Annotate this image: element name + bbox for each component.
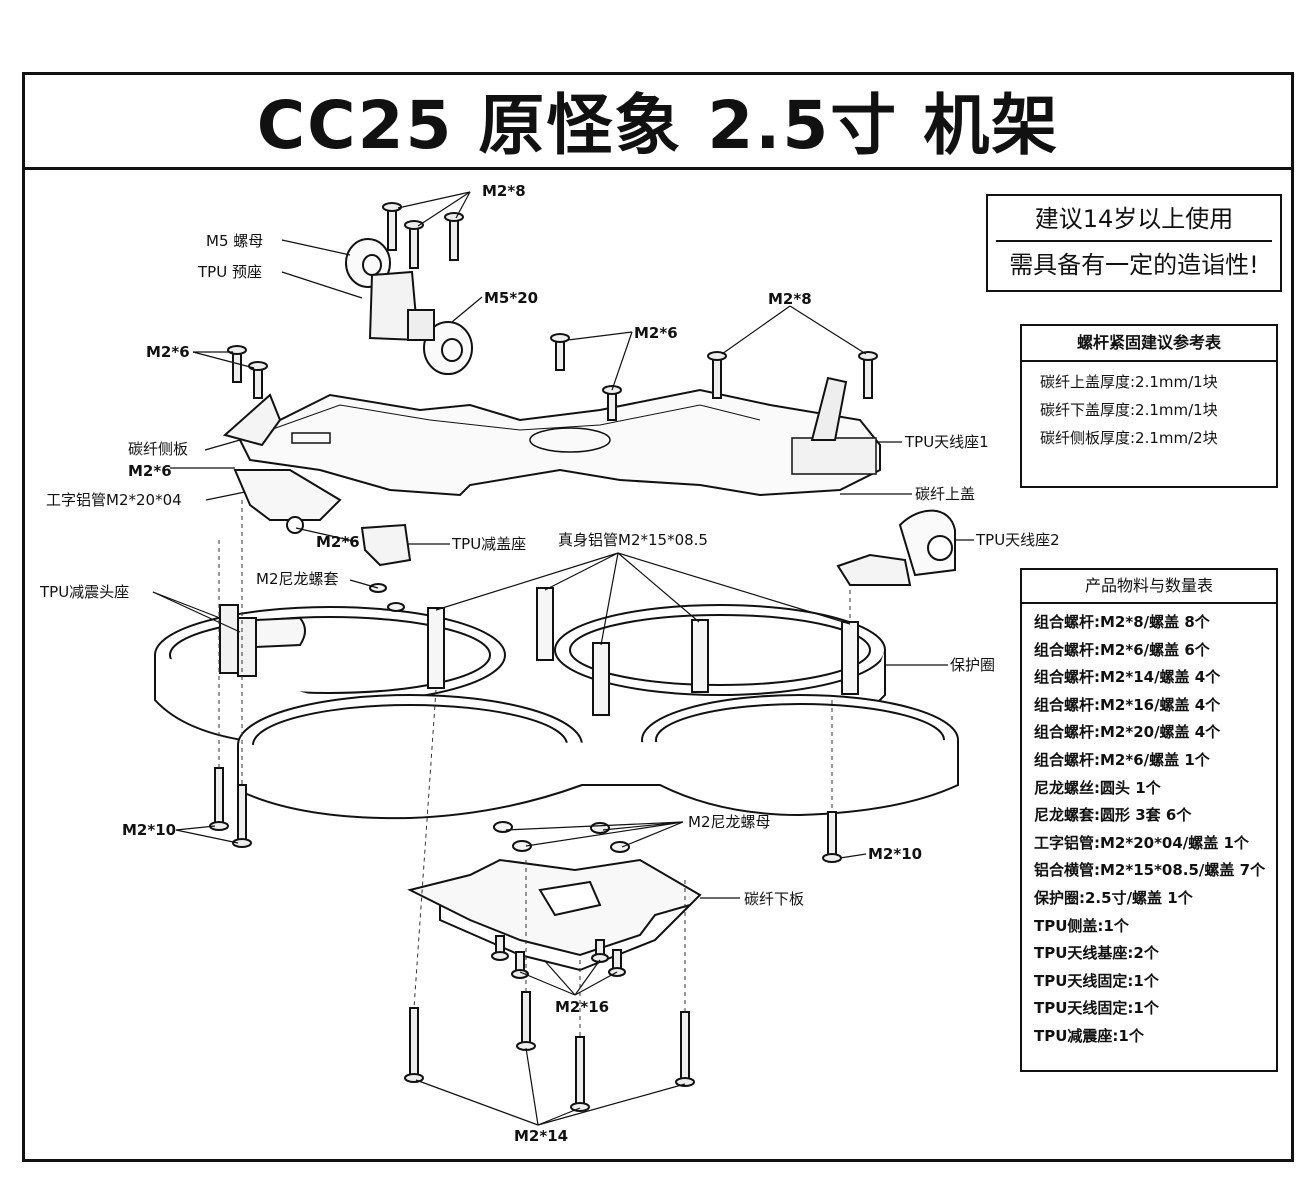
- prop-guard: [154, 604, 959, 820]
- bom-row: 保护圈:2.5寸/螺盖 1个: [1034, 888, 1193, 907]
- tpu-antenna-seat-2: [836, 509, 956, 586]
- bom-row: 组合螺杆:M2*14/螺盖 4个: [1034, 668, 1221, 687]
- bom-row: 尼龙螺丝:圆头 1个: [1034, 778, 1161, 797]
- torque-row: 碳纤侧板厚度:2.1mm/2块: [1040, 429, 1218, 447]
- warning-line-1: 建议14岁以上使用: [996, 196, 1272, 242]
- tpu-cover-seat: [360, 523, 412, 567]
- drawing-frame: [22, 72, 1294, 1162]
- torque-table-title: 螺杆紧固建议参考表: [1022, 326, 1276, 362]
- torque-row: 碳纤上盖厚度:2.1mm/1块: [1040, 373, 1218, 391]
- age-warning-box: 建议14岁以上使用 需具备有一定的造诣性!: [986, 194, 1282, 292]
- bom-row: 组合螺杆:M2*6/螺盖 6个: [1034, 640, 1210, 659]
- title-bar: CC25 原怪象 2.5寸 机架: [22, 72, 1294, 170]
- label-m2x8-top: M2*8: [482, 182, 526, 200]
- aluminium-standoffs: [427, 587, 859, 716]
- label-prop-guard: 保护圈: [950, 656, 995, 674]
- nylon-nuts: [369, 583, 630, 853]
- label-m2x8-right: M2*8: [768, 290, 812, 308]
- label-m5x20: M5*20: [484, 289, 538, 307]
- label-tpu-antenna-seat-2: TPU天线座2: [975, 531, 1060, 549]
- carbon-side-plate: [222, 393, 342, 534]
- label-tpu-damper: TPU减震头座: [39, 583, 129, 601]
- bom-row: TPU天线固定:1个: [1034, 999, 1159, 1018]
- label-m2x14: M2*14: [514, 1127, 568, 1145]
- bill-of-materials-table: 产品物料与数量表 组合螺杆:M2*8/螺盖 8个 组合螺杆:M2*6/螺盖 6个…: [1020, 568, 1278, 1072]
- bom-row: 组合螺杆:M2*6/螺盖 1个: [1034, 750, 1210, 769]
- label-carbon-top: 碳纤上盖: [915, 485, 975, 503]
- bom-row: 铝合横管:M2*15*08.5/螺盖 7个: [1034, 861, 1266, 880]
- bom-row: 组合螺杆:M2*8/螺盖 8个: [1034, 613, 1210, 631]
- bom-row: TPU侧盖:1个: [1034, 916, 1129, 935]
- label-carbon-side-plate: 碳纤侧板: [128, 440, 188, 458]
- label-m2x6-mid: M2*6: [634, 324, 678, 342]
- label-m2x10-right: M2*10: [868, 845, 922, 863]
- bom-row: 工字铝管:M2*20*04/螺盖 1个: [1034, 833, 1249, 852]
- label-m2x6-side: M2*6: [128, 462, 172, 480]
- label-i-tube: 工字铝管M2*20*04: [46, 491, 182, 509]
- tpu-preseat: [345, 238, 473, 375]
- label-tpu-antenna-seat-1: TPU天线座1: [904, 433, 989, 451]
- torque-row: 碳纤下盖厚度:2.1mm/1块: [1040, 401, 1218, 419]
- label-m2x6-left: M2*6: [146, 343, 190, 361]
- bom-row: TPU天线基座:2个: [1034, 944, 1159, 963]
- label-tpu-preseat: TPU 预座: [197, 263, 262, 281]
- label-nylon-sleeve: M2尼龙螺套: [256, 570, 339, 588]
- warning-line-2: 需具备有一定的造诣性!: [1009, 251, 1259, 279]
- bom-row: 尼龙螺套:圆形 3套 6个: [1034, 806, 1192, 825]
- bom-row: 组合螺杆:M2*16/螺盖 4个: [1034, 695, 1221, 714]
- label-tpu-cover-seat: TPU减盖座: [451, 535, 526, 553]
- label-m5-nut: M5 螺母: [206, 232, 263, 250]
- torque-reference-table: 螺杆紧固建议参考表 碳纤上盖厚度:2.1mm/1块 碳纤下盖厚度:2.1mm/1…: [1020, 324, 1278, 488]
- antenna-tube: [810, 376, 848, 441]
- label-m2x16: M2*16: [555, 998, 609, 1016]
- bom-row: 组合螺杆:M2*20/螺盖 4个: [1034, 723, 1221, 742]
- label-m2x6-low: M2*6: [316, 533, 360, 551]
- label-carbon-bottom: 碳纤下板: [744, 890, 804, 908]
- label-nylon-nut: M2尼龙螺母: [688, 813, 771, 831]
- bom-row: TPU天线固定:1个: [1034, 971, 1159, 990]
- label-standoff: 真身铝管M2*15*08.5: [558, 531, 708, 549]
- bom-table-title: 产品物料与数量表: [1022, 570, 1276, 604]
- carbon-top-plate: [238, 388, 881, 497]
- label-m2x10-left: M2*10: [122, 821, 176, 839]
- carbon-bottom-plate: [407, 858, 702, 972]
- page-title: CC25 原怪象 2.5寸 机架: [256, 86, 1060, 164]
- leader-lines: [152, 191, 974, 1126]
- bom-row: TPU减震座:1个: [1034, 1026, 1144, 1045]
- assembly-axes: [218, 500, 851, 1037]
